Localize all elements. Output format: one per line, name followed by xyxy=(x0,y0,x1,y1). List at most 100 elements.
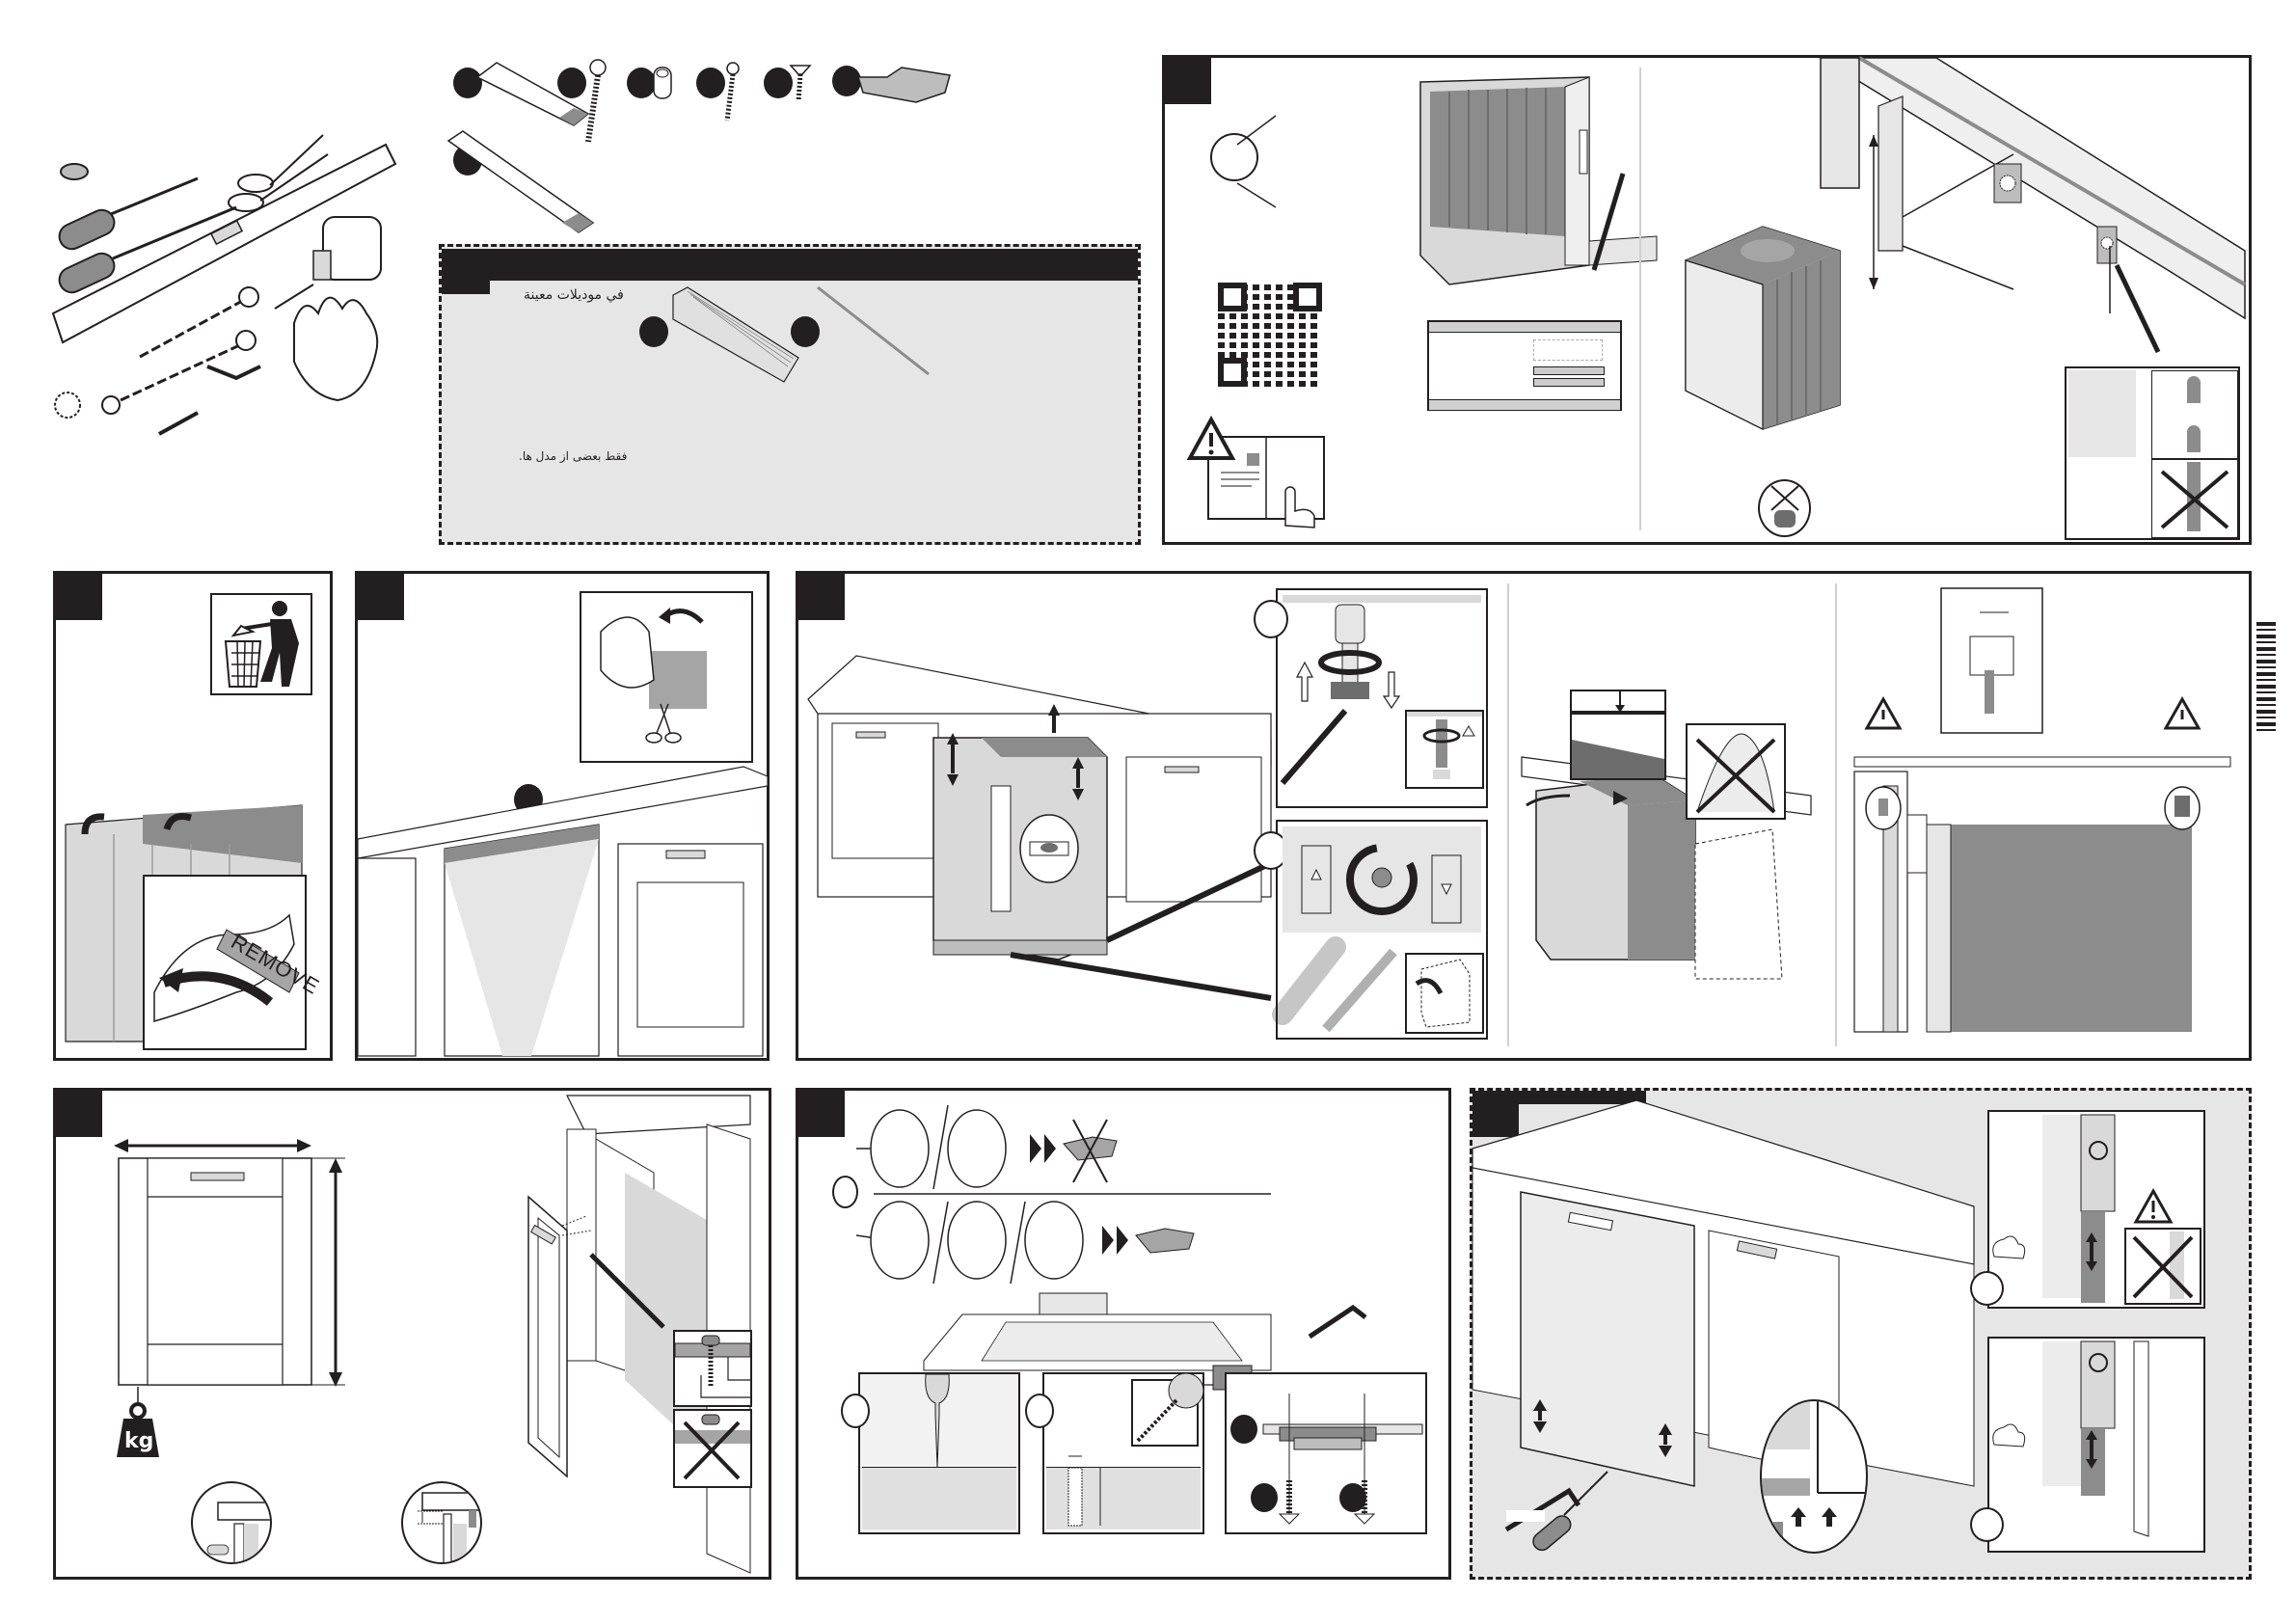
adhesive-strip-long-icon xyxy=(448,131,603,237)
panel-step-door-spring xyxy=(1470,1088,2252,1580)
tools-illustration xyxy=(53,125,400,444)
step-number-box xyxy=(56,1091,102,1137)
weight-kg-icon: kg xyxy=(117,1404,159,1457)
plinth-detail-ring xyxy=(1760,1399,1868,1554)
door-spring-second-detail xyxy=(1987,1337,2205,1553)
scissors-icon xyxy=(646,704,681,743)
hose-kink-detail xyxy=(1686,723,1786,820)
dishwasher-insert-into-niche-drawing xyxy=(808,612,1271,969)
push-check-detail xyxy=(1570,690,1666,780)
foot-detail-ring xyxy=(1758,479,1811,537)
part-callout-marker xyxy=(557,68,586,98)
warning-icon xyxy=(1867,699,1900,728)
foot-adjust-subdetail xyxy=(1405,710,1484,789)
hex-key-icon xyxy=(1310,1303,1367,1341)
panel-step-front-panel: kg xyxy=(53,1088,771,1580)
foot-adjust-detail xyxy=(1276,588,1488,808)
forbidden-x-icon xyxy=(2126,1230,2200,1303)
dishwasher-push-into-niche-drawing xyxy=(1522,670,1811,979)
qr-code-icon[interactable] xyxy=(1218,283,1322,387)
door-adjust-kitchen-drawing xyxy=(1472,1100,1974,1554)
peel-and-cut-foil-drawing xyxy=(581,593,751,761)
door-spring-adjust-drawing-2 xyxy=(1989,1339,2203,1551)
panel-step-identify xyxy=(1162,55,2252,545)
mark-hole-detail xyxy=(858,1372,1020,1534)
niche-with-adhesive-strip-drawing xyxy=(358,767,768,1056)
panel-divider xyxy=(1639,68,1641,530)
pliers-icon xyxy=(61,164,88,179)
drill-hole-detail xyxy=(1042,1372,1204,1534)
rating-plate-bottom-band xyxy=(1429,399,1620,410)
gap-detail-drawing xyxy=(403,1483,482,1564)
gloves-icon xyxy=(294,298,377,400)
step-number-box xyxy=(358,574,404,620)
optional-box-header-bar xyxy=(442,249,1138,281)
mounting-bracket-icon xyxy=(858,66,955,109)
bracket-screws-drawing xyxy=(1227,1374,1425,1532)
rating-plate-dashed-field xyxy=(1533,339,1603,361)
hinge-detail-drawing xyxy=(193,1483,272,1564)
door-spring-correct-detail xyxy=(1987,1110,2205,1309)
screw-through-forbidden-icon xyxy=(675,1411,750,1486)
rear-foot-subdetail xyxy=(1405,953,1484,1034)
panel-step-protective-foil xyxy=(355,571,770,1061)
spacer-sleeve-icon xyxy=(651,66,680,104)
niche-dimensions-drawing xyxy=(1821,58,2245,366)
drill-bit-inset xyxy=(1131,1379,1199,1447)
screwdriver-flat-icon xyxy=(55,178,198,253)
foot-no-turn-icon xyxy=(1760,481,1813,539)
gap-check-drawing xyxy=(1572,691,1664,778)
optional-note-arabic-1: في موديلات معينة xyxy=(524,287,649,303)
screw-correct-detail xyxy=(673,1330,752,1407)
rear-foot-adjust-detail xyxy=(1276,820,1488,1040)
vapour-protection-plate-icon xyxy=(663,285,798,392)
rating-plate-field xyxy=(1533,366,1605,375)
bracket-needed-icon xyxy=(1136,1229,1194,1253)
step-number-box xyxy=(1165,58,1211,104)
hinge-detail-ring xyxy=(191,1481,272,1564)
hinge-check-sequence-drawing xyxy=(856,1100,1290,1293)
detail-label-ring xyxy=(832,1176,858,1208)
screw-bracket-detail xyxy=(1225,1372,1427,1534)
panel-step-unpack: REMOVE xyxy=(53,571,333,1061)
tools-drawing xyxy=(53,125,400,444)
barcode xyxy=(2256,622,2276,733)
read-manual-warning-icon xyxy=(1189,420,1324,526)
optional-note-arabic-2: فقط بعضی از مدل ها. xyxy=(519,449,644,463)
steam-protection-side-drawing xyxy=(1854,588,2230,1032)
dispose-waste-sign xyxy=(210,593,312,695)
drain-hose-wall xyxy=(2068,370,2136,457)
litter-bin-icon xyxy=(212,595,311,693)
parts-row xyxy=(444,48,1138,241)
forbidden-x-icon xyxy=(2152,460,2237,537)
screw-wrong-detail xyxy=(673,1409,752,1488)
awl-icon xyxy=(860,1374,1018,1532)
peel-foil-detail xyxy=(580,591,753,763)
rating-plate-top-band xyxy=(1429,322,1620,333)
drain-hose-detail xyxy=(2065,366,2240,540)
steam-strip-icon xyxy=(818,285,943,382)
bracket-not-needed-icon xyxy=(1064,1120,1117,1182)
panel-divider xyxy=(1835,583,1837,1046)
screw-correct-drawing xyxy=(675,1332,750,1405)
panel-step-hinge-bracket xyxy=(796,1088,1451,1580)
rating-plate-field xyxy=(1533,378,1605,387)
tape-measure-icon xyxy=(275,217,381,309)
detail-ring-leader-lines xyxy=(1232,111,1290,217)
panel-divider xyxy=(1507,583,1509,1046)
rating-plate-detail xyxy=(1427,320,1622,411)
remove-lock-hand-drawing: REMOVE xyxy=(145,877,305,1048)
part-callout-marker xyxy=(791,316,820,347)
part-callout-marker xyxy=(832,66,861,96)
rating-plate-leader xyxy=(1570,174,1628,270)
hex-key-icon xyxy=(207,366,260,378)
drill-bit-icon xyxy=(1133,1381,1197,1445)
weight-kg-label: kg xyxy=(124,1429,153,1453)
countersunk-screw-icon xyxy=(789,63,818,106)
front-panel-dimensions-drawing: kg xyxy=(114,1134,374,1491)
plinth-gap-drawing xyxy=(1762,1401,1868,1554)
screw-medium-icon xyxy=(721,63,750,125)
optional-parts-box: في موديلات معينة فقط بعضی از مدل ها. xyxy=(439,244,1141,545)
panel-step-levelling xyxy=(796,571,2252,1061)
drain-hose-wrong-box xyxy=(2151,459,2238,538)
